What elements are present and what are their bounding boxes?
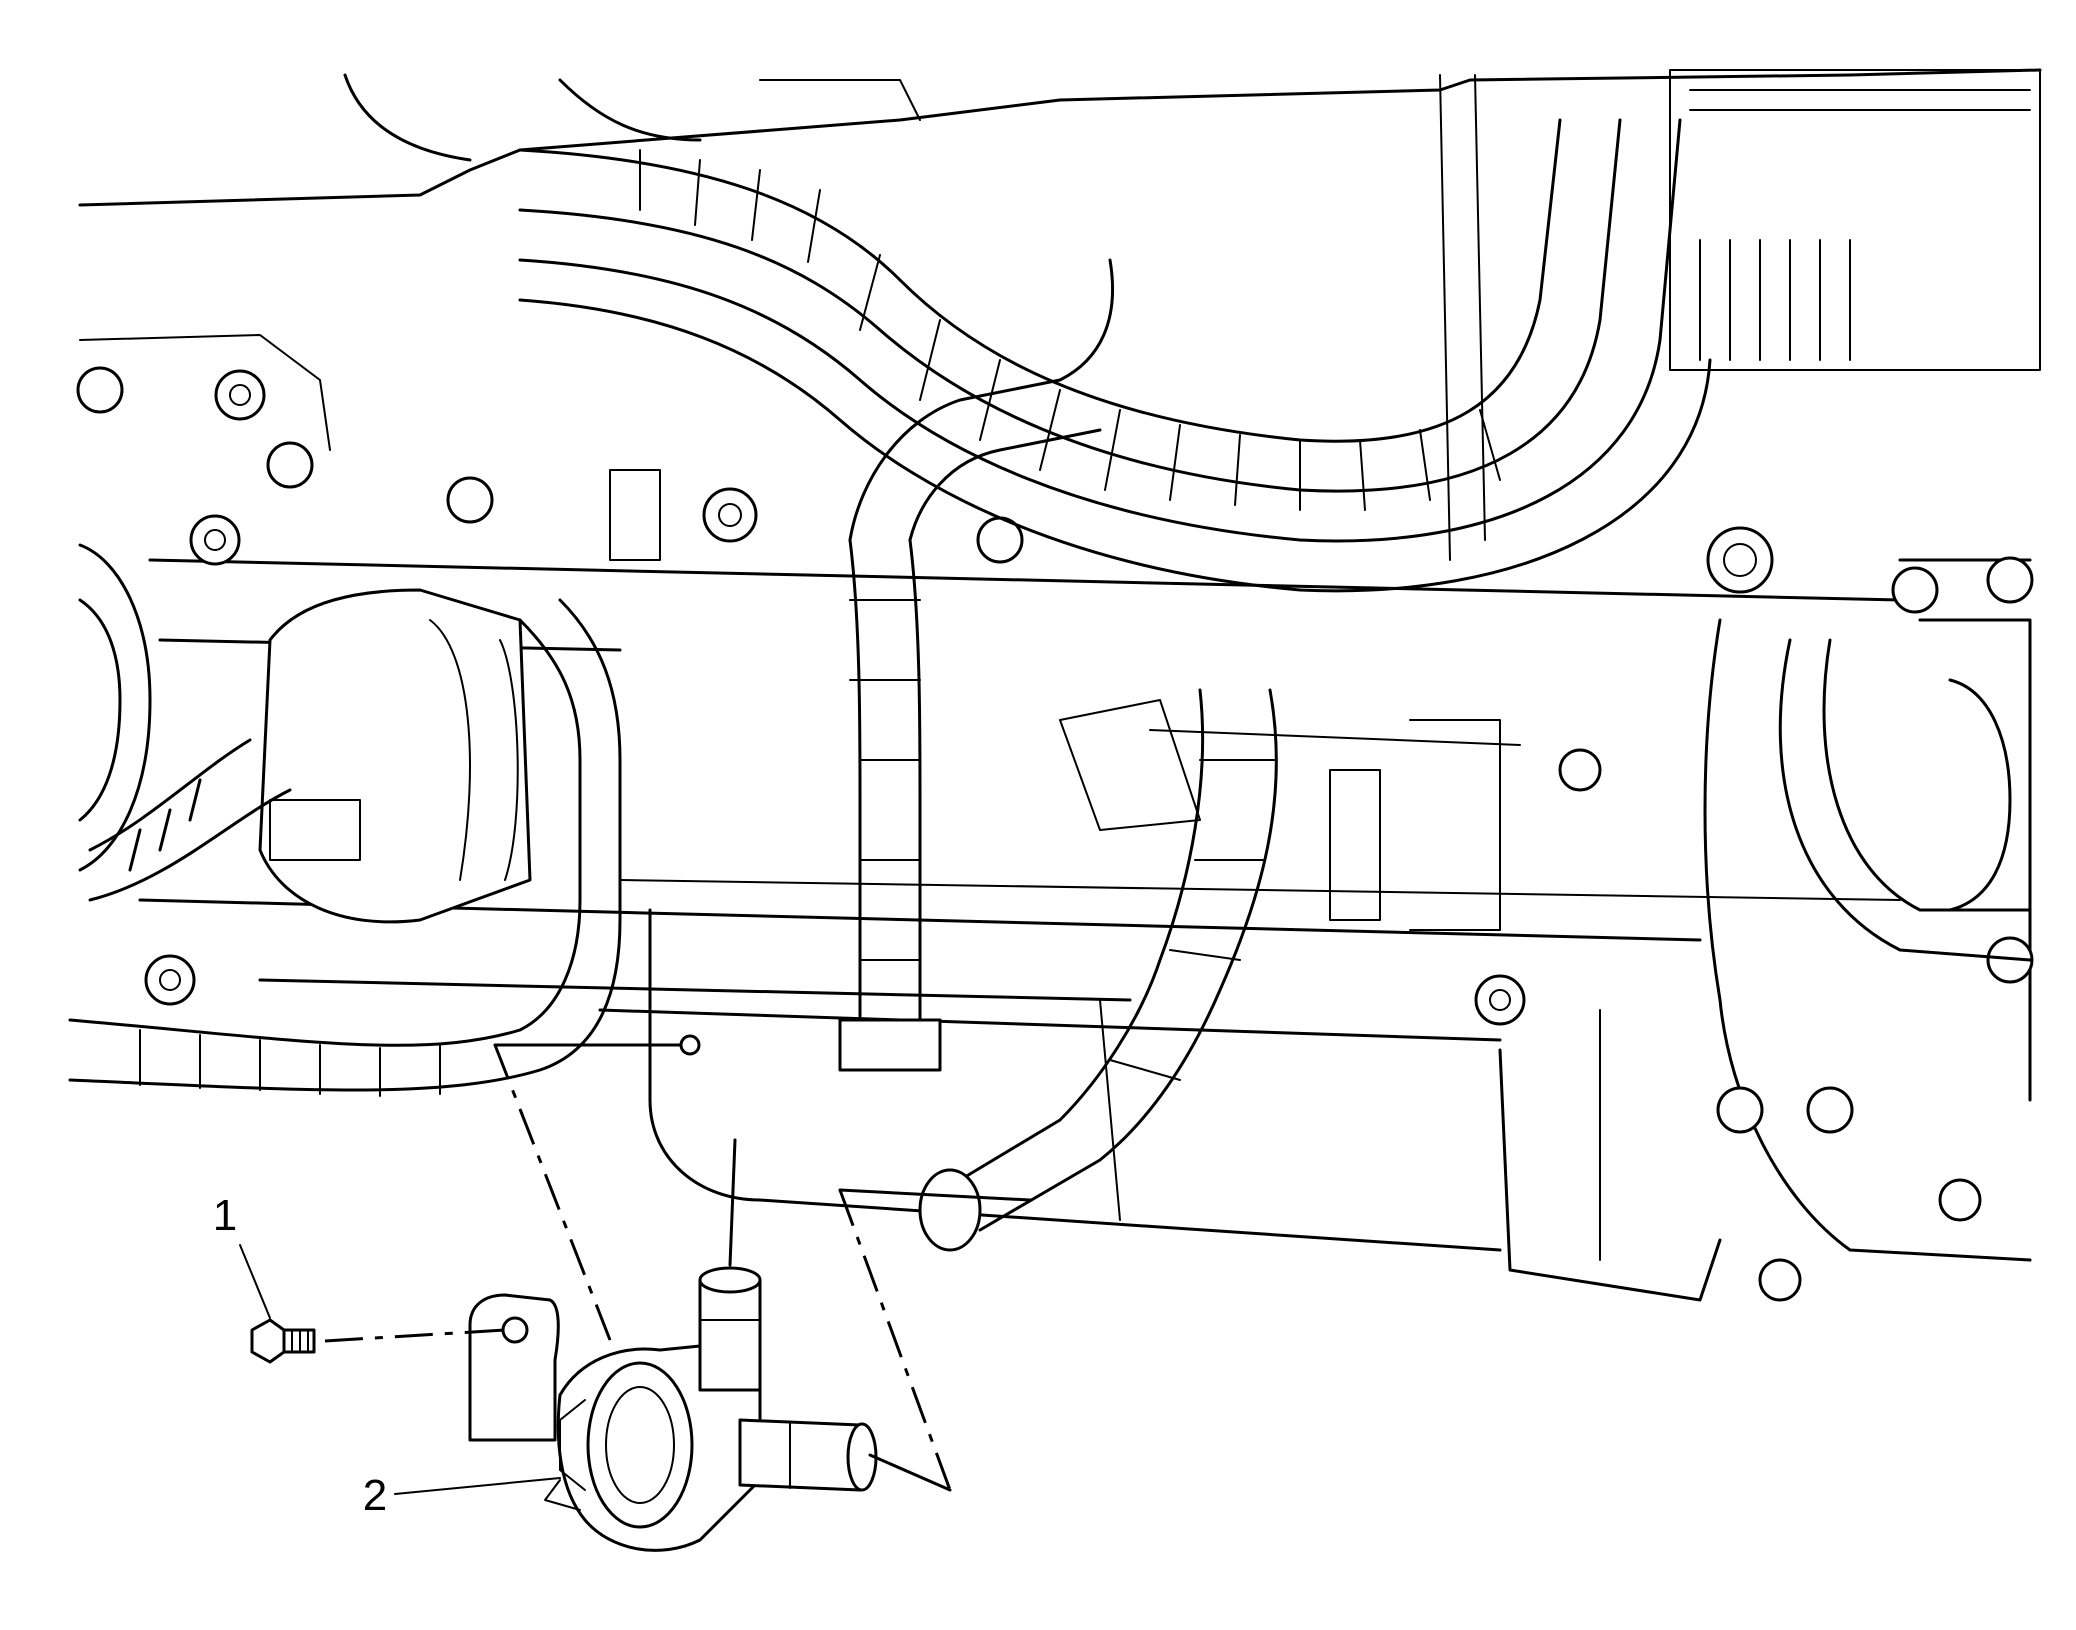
callout-label-1: 1	[213, 1191, 237, 1240]
callout-2: 2	[363, 1471, 561, 1520]
callout-label-2: 2	[363, 1471, 387, 1520]
engine-block-assembly	[76, 68, 2042, 1302]
callout-1: 1	[213, 1191, 271, 1319]
bolt	[250, 1318, 316, 1364]
auxiliary-coolant-pump	[468, 1266, 878, 1552]
wiring-harness	[68, 118, 2032, 1252]
alignment-lines	[324, 1034, 1032, 1492]
